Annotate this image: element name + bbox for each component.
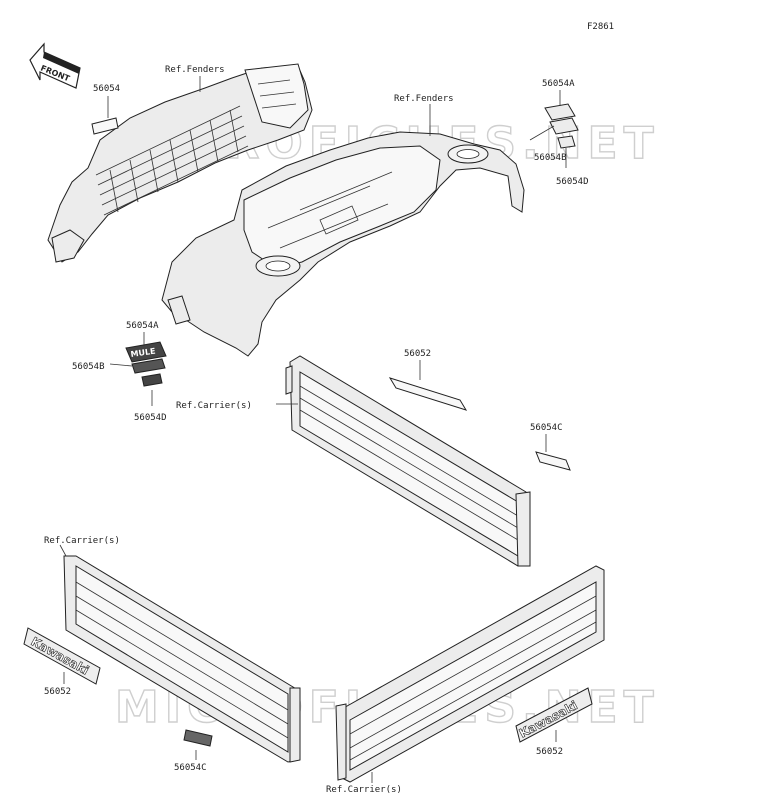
decal-56054-top	[91, 117, 119, 135]
carrier-panel-lower-right	[335, 565, 605, 783]
decal-56054C-mid	[535, 451, 571, 471]
kawasaki-decal-text-left: Kawasaki	[29, 634, 92, 677]
leader-lines	[59, 76, 567, 783]
label-56054D-mid: 56054D	[134, 413, 167, 423]
rear-fender-tub	[161, 131, 525, 357]
decal-56052-mid	[388, 377, 468, 411]
badge-56054A-mid: MULE	[125, 341, 167, 363]
label-56054-top: 56054	[93, 84, 120, 94]
front-arrow-icon: FRONT	[29, 42, 81, 89]
badge-56054B-mid	[131, 358, 166, 374]
label-56054B-mid: 56054B	[72, 362, 105, 372]
label-56054D-top: 56054D	[556, 177, 589, 187]
front-grille-panel	[47, 63, 313, 263]
label-56054C-mid: 56054C	[530, 423, 563, 433]
label-56054A-mid: 56054A	[126, 321, 159, 331]
label-ref-fenders-left: Ref.Fenders	[165, 65, 225, 75]
label-56054B-top: 56054B	[534, 153, 567, 163]
label-ref-fenders-right: Ref.Fenders	[394, 94, 454, 104]
figure-id: F2861	[587, 22, 614, 32]
decal-56054C-lower	[183, 729, 213, 747]
label-56054A-top: 56054A	[542, 79, 575, 89]
carrier-panel-lower-left	[63, 555, 301, 763]
label-56052-mid: 56052	[404, 349, 431, 359]
label-56054C-lower: 56054C	[174, 763, 207, 773]
label-56052-lower-right: 56052	[536, 747, 563, 757]
decal-56054D-top	[557, 135, 576, 149]
carrier-panel-mid	[285, 355, 531, 567]
decal-56054B-top	[549, 117, 579, 135]
label-56052-lower-left: 56052	[44, 687, 71, 697]
label-ref-carrier-lower-left: Ref.Carrier(s)	[44, 536, 120, 546]
label-ref-carrier-mid: Ref.Carrier(s)	[176, 401, 252, 411]
label-ref-carrier-bottom: Ref.Carrier(s)	[326, 785, 402, 795]
badge-56054D-mid	[141, 373, 163, 387]
badge-mule-text: MULE	[130, 347, 156, 359]
